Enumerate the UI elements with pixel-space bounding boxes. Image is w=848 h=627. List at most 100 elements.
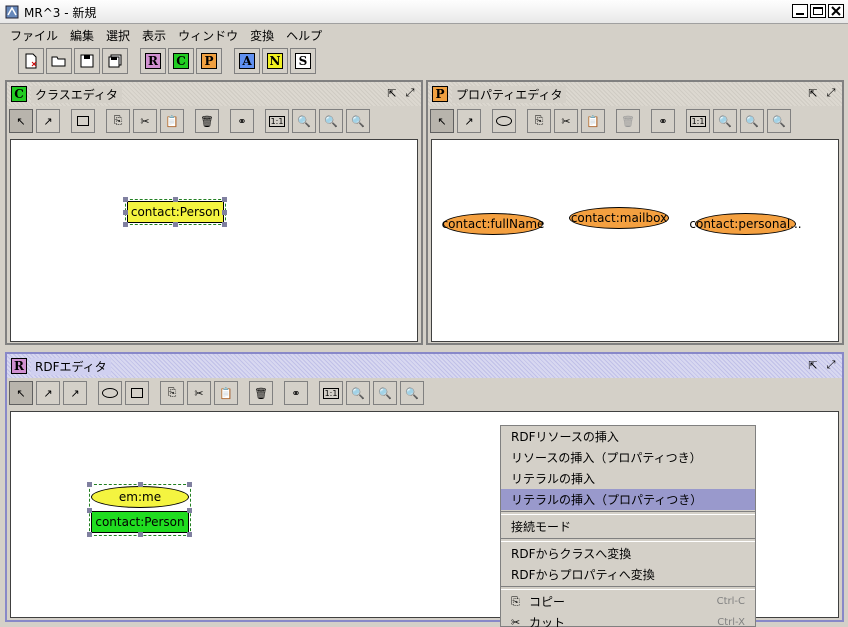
scissors-icon: ✂ xyxy=(194,386,204,400)
copy-button[interactable]: ⎘ xyxy=(160,381,184,405)
close-button[interactable] xyxy=(828,4,844,18)
menu-rdf-to-property[interactable]: RDFからプロパティへ変換 xyxy=(511,568,655,582)
zoom-in-button[interactable]: 🔍 xyxy=(346,381,370,405)
type-node[interactable]: contact:Person xyxy=(91,511,189,533)
cut-button[interactable]: ✂ xyxy=(187,381,211,405)
zoom-in-button[interactable]: 🔍 xyxy=(292,109,316,133)
rdf-editor-frame: R RDFエディタ ⇱ ⤢ ↖ ↗ ↗ ⎘ ✂ 📋 🗑 ⚭ 1:1 🔍 🔍 🔍 … xyxy=(5,352,844,622)
paste-button[interactable]: 📋 xyxy=(160,109,184,133)
find-button[interactable]: ⚭ xyxy=(230,109,254,133)
paste-button[interactable]: 📋 xyxy=(214,381,238,405)
connect-tool-2-button[interactable]: ↗ xyxy=(63,381,87,405)
zoom-1-1-icon: 1:1 xyxy=(322,387,340,399)
delete-button[interactable]: 🗑 xyxy=(249,381,273,405)
iconify-icon[interactable]: ⇱ xyxy=(808,86,818,100)
property-editor-title: プロパティエディタ xyxy=(452,85,567,103)
menu-insert-literal-with-property[interactable]: リテラルの挿入（プロパティつき） xyxy=(501,489,755,510)
iconify-icon[interactable]: ⇱ xyxy=(808,358,818,372)
zoom-fit-icon: 🔍 xyxy=(405,386,419,400)
select-tool-button[interactable]: ↖ xyxy=(9,381,33,405)
class-editor-button[interactable]: C xyxy=(168,48,194,74)
property-node[interactable]: contact:personal... xyxy=(689,213,802,235)
insert-ellipse-button[interactable] xyxy=(492,109,516,133)
cut-shortcut: Ctrl-X xyxy=(717,617,745,627)
zoom-in-icon: 🔍 xyxy=(718,114,732,128)
menu-insert-rdf-resource[interactable]: RDFリソースの挿入 xyxy=(511,430,619,444)
zoom-out-button[interactable]: 🔍 xyxy=(373,381,397,405)
zoom-fit-button[interactable]: 🔍 xyxy=(400,381,424,405)
connect-arrow-icon: ↗ xyxy=(43,386,53,400)
minimize-button[interactable] xyxy=(792,4,808,18)
class-editor-titlebar[interactable]: C クラスエディタ ⇱ ⤢ xyxy=(7,82,421,106)
insert-rect-button[interactable] xyxy=(71,109,95,133)
zoom-in-button[interactable]: 🔍 xyxy=(713,109,737,133)
iconify-icon[interactable]: ⇱ xyxy=(387,86,397,100)
c-badge-icon: C xyxy=(173,53,189,69)
menu-help[interactable]: ヘルプ xyxy=(286,29,323,43)
delete-button[interactable]: 🗑 xyxy=(616,109,640,133)
copy-button[interactable]: ⎘ xyxy=(106,109,130,133)
menu-rdf-to-class[interactable]: RDFからクラスへ変換 xyxy=(511,547,632,561)
binoculars-icon: ⚭ xyxy=(291,386,301,400)
menu-file[interactable]: ファイル xyxy=(10,29,59,43)
close-icon xyxy=(831,6,841,16)
property-editor-titlebar[interactable]: P プロパティエディタ ⇱ ⤢ xyxy=(428,82,842,106)
rdf-editor-icon: R xyxy=(11,358,27,374)
zoom-fit-button[interactable]: 🔍 xyxy=(346,109,370,133)
menu-select[interactable]: 選択 xyxy=(106,29,131,43)
copy-button[interactable]: ⎘ xyxy=(527,109,551,133)
menu-insert-literal[interactable]: リテラルの挿入 xyxy=(511,472,596,486)
new-file-icon xyxy=(25,53,37,69)
class-graph-canvas[interactable]: contact:Person xyxy=(10,139,418,342)
find-button[interactable]: ⚭ xyxy=(284,381,308,405)
menu-convert[interactable]: 変換 xyxy=(250,29,275,43)
select-tool-button[interactable]: ↖ xyxy=(9,109,33,133)
zoom-actual-button[interactable]: 1:1 xyxy=(686,109,710,133)
source-button[interactable]: S xyxy=(290,48,316,74)
menu-copy[interactable]: ⎘ コピー Ctrl-C xyxy=(501,591,755,612)
menu-connect-mode[interactable]: 接続モード xyxy=(511,520,572,534)
namespace-button[interactable]: N xyxy=(262,48,288,74)
maximize-frame-icon[interactable]: ⤢ xyxy=(826,86,836,99)
menu-window[interactable]: ウィンドウ xyxy=(178,29,239,43)
new-file-button[interactable] xyxy=(18,48,44,74)
property-node[interactable]: contact:fullName xyxy=(442,213,544,235)
cut-button[interactable]: ✂ xyxy=(554,109,578,133)
save-button[interactable] xyxy=(74,48,100,74)
save-as-button[interactable] xyxy=(102,48,128,74)
connect-tool-button[interactable]: ↗ xyxy=(36,381,60,405)
insert-rect-button[interactable] xyxy=(125,381,149,405)
maximize-frame-icon[interactable]: ⤢ xyxy=(826,358,836,371)
cut-button[interactable]: ✂ xyxy=(133,109,157,133)
zoom-out-button[interactable]: 🔍 xyxy=(740,109,764,133)
paste-button[interactable]: 📋 xyxy=(581,109,605,133)
copy-icon: ⎘ xyxy=(511,594,520,608)
zoom-actual-button[interactable]: 1:1 xyxy=(265,109,289,133)
maximize-button[interactable] xyxy=(810,4,826,18)
resource-node[interactable]: em:me xyxy=(91,486,189,508)
zoom-out-button[interactable]: 🔍 xyxy=(319,109,343,133)
menu-insert-resource-with-property[interactable]: リソースの挿入（プロパティつき） xyxy=(511,451,702,465)
property-graph-canvas[interactable]: contact:fullName contact:mailbox contact… xyxy=(431,139,839,342)
connect-tool-button[interactable]: ↗ xyxy=(36,109,60,133)
maximize-frame-icon[interactable]: ⤢ xyxy=(405,86,415,99)
rectangle-icon xyxy=(131,388,143,398)
menu-cut[interactable]: ✂ カット Ctrl-X xyxy=(501,612,755,627)
menu-view[interactable]: 表示 xyxy=(142,29,167,43)
zoom-fit-button[interactable]: 🔍 xyxy=(767,109,791,133)
delete-button[interactable]: 🗑 xyxy=(195,109,219,133)
rdf-editor-titlebar[interactable]: R RDFエディタ ⇱ ⤢ xyxy=(7,354,842,378)
attribute-button[interactable]: A xyxy=(234,48,260,74)
class-node[interactable]: contact:Person xyxy=(127,201,224,223)
select-tool-button[interactable]: ↖ xyxy=(430,109,454,133)
property-editor-button[interactable]: P xyxy=(196,48,222,74)
open-button[interactable] xyxy=(46,48,72,74)
zoom-actual-button[interactable]: 1:1 xyxy=(319,381,343,405)
menu-edit[interactable]: 編集 xyxy=(70,29,95,43)
find-button[interactable]: ⚭ xyxy=(651,109,675,133)
property-node[interactable]: contact:mailbox xyxy=(569,207,669,229)
insert-ellipse-button[interactable] xyxy=(98,381,122,405)
zoom-1-1-icon: 1:1 xyxy=(268,115,286,127)
connect-tool-button[interactable]: ↗ xyxy=(457,109,481,133)
rdf-editor-button[interactable]: R xyxy=(140,48,166,74)
